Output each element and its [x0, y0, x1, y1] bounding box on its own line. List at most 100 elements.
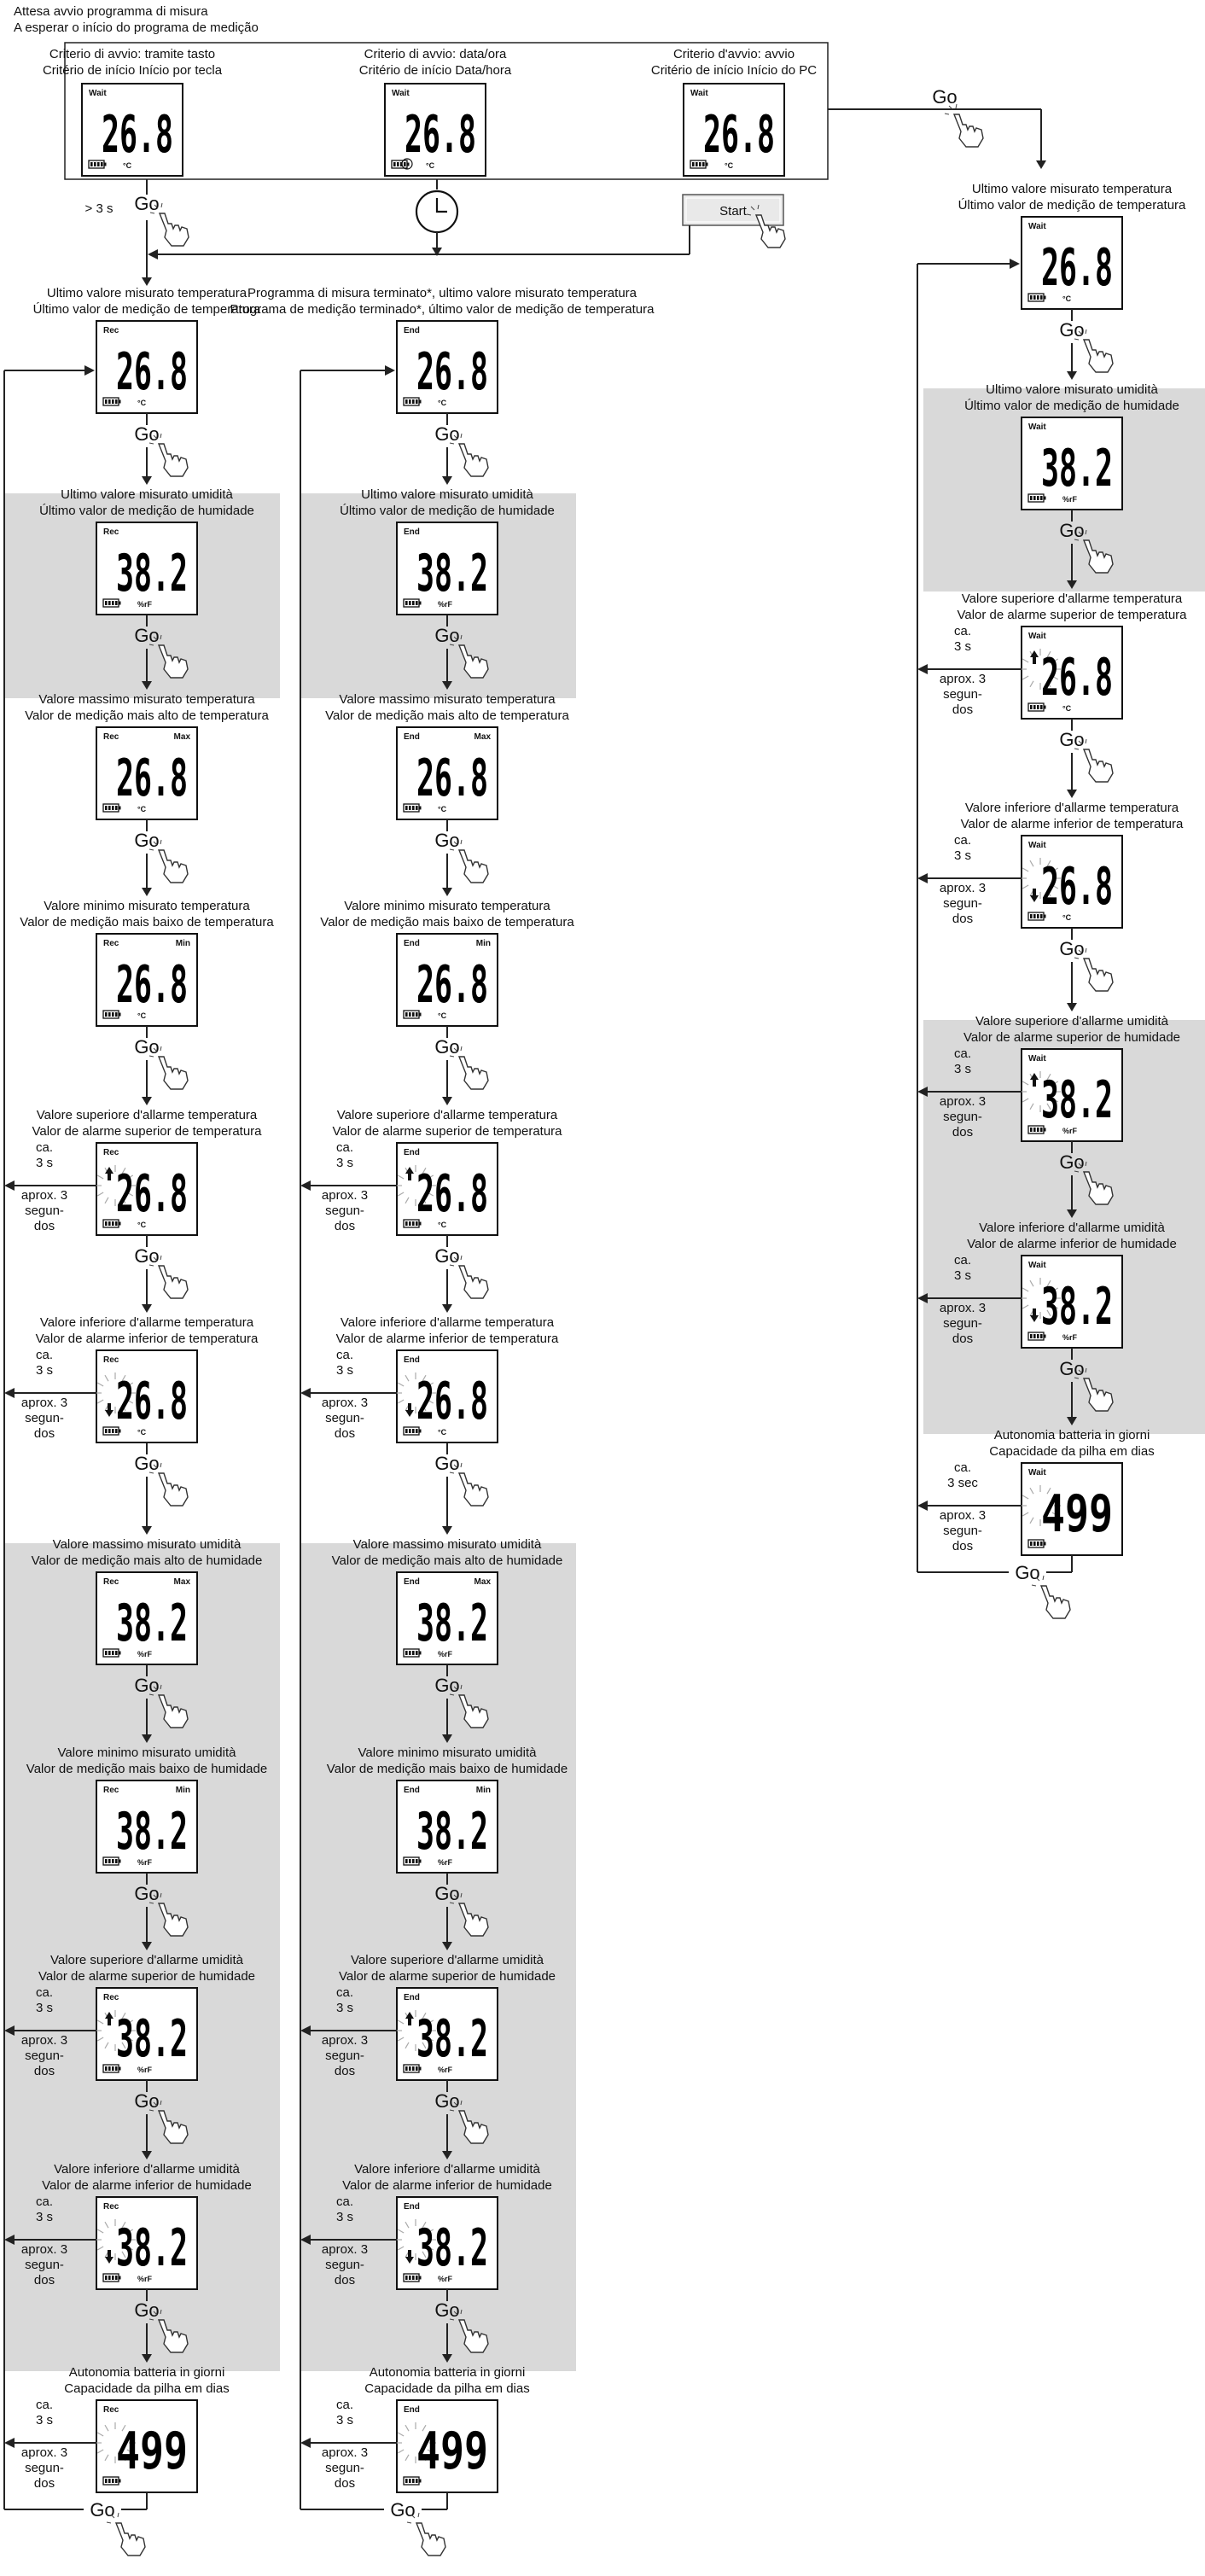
battery-tip — [419, 1859, 422, 1863]
battery-tip — [419, 1012, 422, 1017]
blink-ray — [405, 1197, 410, 1204]
hand-outline — [1082, 1171, 1114, 1205]
step-title: Ultimo valore misurato umidità — [361, 487, 533, 502]
timing-label: segun- — [25, 2258, 64, 2272]
blink-ray — [1029, 1279, 1034, 1287]
battery-tip — [119, 2479, 121, 2483]
battery-bar — [112, 601, 114, 605]
timing-label: aprox. 3 — [322, 1188, 368, 1203]
battery-bar — [115, 2479, 118, 2483]
hand-motion-marks — [449, 2309, 463, 2321]
arrowhead-left-icon — [4, 1180, 15, 1191]
blink-ray — [104, 2221, 109, 2229]
timing-label: segun- — [325, 1411, 364, 1425]
pointing-hand-icon — [148, 1046, 189, 1090]
hand-motion-marks — [148, 1046, 162, 1058]
battery-tip — [706, 162, 708, 166]
pointing-hand-icon — [449, 1684, 489, 1728]
pointing-hand-icon — [449, 1462, 489, 1507]
lcd-mode-label: Wait — [1028, 222, 1046, 231]
battery-bar — [416, 2066, 418, 2071]
blink-ray — [126, 2229, 134, 2234]
go-button-label: Go — [134, 1675, 159, 1696]
lcd-mode-label: End — [404, 2202, 420, 2212]
timing-label: aprox. 3 — [322, 2033, 368, 2048]
timing-label: segun- — [325, 1203, 364, 1218]
lcd-unit: %rF — [438, 2066, 453, 2074]
arrowhead-left-icon — [917, 873, 928, 883]
arrowhead-left-icon — [4, 1388, 15, 1398]
hand-outline — [457, 1472, 489, 1507]
go-button-label: Go — [434, 1883, 459, 1904]
battery-tip — [119, 1221, 121, 1226]
blink-ray — [104, 1374, 109, 1382]
pointing-hand-icon — [148, 2100, 189, 2144]
battery-bar — [115, 399, 118, 404]
start-button-label: Start — [719, 204, 748, 219]
lcd-unit: %rF — [1062, 1127, 1078, 1135]
blink-ray — [121, 1197, 126, 1204]
lcd-mode-label: Wait — [1028, 423, 1046, 432]
battery-bar — [1037, 496, 1039, 500]
pointing-hand-icon — [148, 1684, 189, 1728]
hand-outline — [157, 849, 189, 883]
blink-ray — [405, 1374, 410, 1382]
timing-label: 3 s — [336, 2413, 353, 2427]
lcd-unit: °C — [438, 1428, 447, 1437]
timing-label: ca. — [954, 1253, 971, 1268]
criteria-title: Criterio d'avvio: avvio — [673, 47, 795, 61]
battery-bar — [416, 2479, 418, 2483]
step-title: Valore massimo misurato umidità — [53, 1537, 242, 1552]
step-subtitle: Valor de alarme superior de humidade — [38, 1969, 255, 1984]
lcd-unit: %rF — [438, 2275, 453, 2283]
timing-label: aprox. 3 — [21, 2033, 67, 2048]
step-subtitle: Valor de medição mais alto de humidade — [332, 1553, 563, 1568]
lcd-unit: °C — [438, 399, 447, 407]
lcd-minmax-label: Max — [474, 1577, 492, 1587]
blink-ray — [1051, 658, 1059, 663]
lcd-unit: °C — [438, 1221, 447, 1229]
hand-outline — [157, 1903, 189, 1937]
start-button[interactable]: Start — [682, 194, 784, 226]
step-subtitle: Valor de alarme inferior de humidade — [342, 2178, 552, 2193]
battery-tip — [119, 601, 121, 605]
lcd-value: 26.8 — [1041, 857, 1113, 917]
step-subtitle: Capacidade da pilha em dias — [64, 2381, 229, 2396]
battery-bar — [416, 601, 418, 605]
battery-tip — [419, 1429, 422, 1433]
blink-ray — [126, 1399, 134, 1404]
battery-bar — [416, 2276, 418, 2280]
blink-ray — [1046, 860, 1051, 867]
pointing-hand-icon — [1074, 1161, 1114, 1205]
battery-bar — [412, 399, 415, 404]
arrowhead-down-icon — [442, 2151, 452, 2159]
hand-outline — [157, 1056, 189, 1090]
lcd-unit: %rF — [438, 1650, 453, 1658]
hand-motion-marks — [148, 1255, 162, 1267]
arrowhead-left-icon — [4, 2235, 15, 2245]
step-subtitle: Valor de alarme superior de temperatura — [332, 1124, 562, 1139]
battery-bar — [1030, 705, 1033, 709]
battery-bar — [412, 1221, 415, 1226]
hand-outline — [754, 214, 786, 248]
blink-ray — [126, 2432, 134, 2437]
go-button-label: Go — [134, 2090, 159, 2112]
battery-bar — [409, 1859, 411, 1863]
arrowhead-down-icon — [142, 2151, 152, 2159]
battery-bar — [115, 2066, 118, 2071]
timing-label: aprox. 3 — [322, 2445, 368, 2460]
step-title: Valore superiore d'allarme temperatura — [37, 1108, 258, 1122]
timing-label: aprox. 3 — [940, 1508, 986, 1523]
arrow-up-icon — [405, 1167, 414, 1180]
lcd-mode-label: Rec — [103, 527, 119, 537]
arrow-down-icon — [1030, 889, 1039, 902]
hand-outline — [158, 213, 189, 247]
go-button-label: Go — [390, 2499, 415, 2521]
hand-motion-marks — [449, 1684, 463, 1696]
battery-tip — [1044, 914, 1046, 918]
hand-outline — [457, 443, 489, 477]
arrowhead-down-icon — [442, 1734, 452, 1743]
